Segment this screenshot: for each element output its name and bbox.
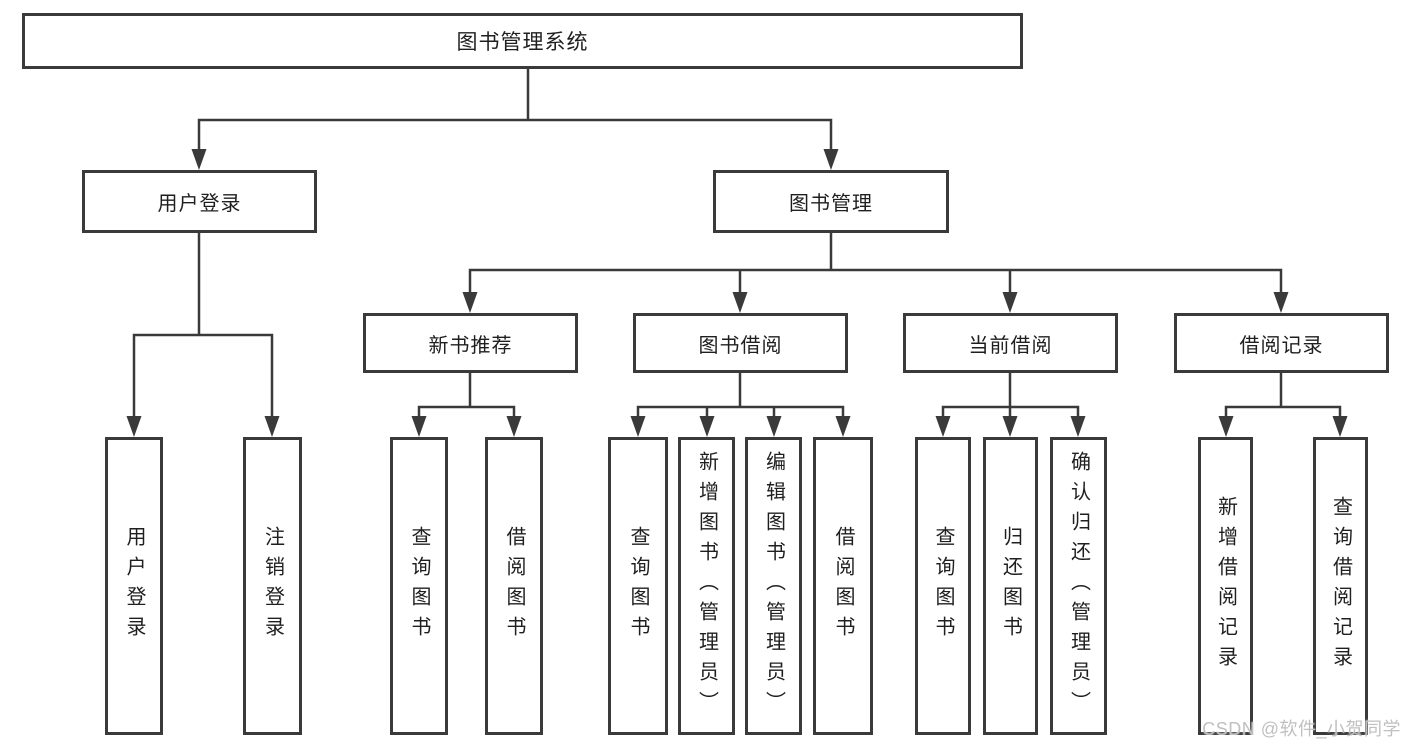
leaf-query-borrow-record: 查询借阅记录 [1313, 437, 1368, 735]
connector-user-login-to-leaves [126, 233, 280, 437]
connector-book-borrow-to-leaves [630, 373, 851, 437]
connector-book-mgmt-to-level3 [462, 233, 1289, 313]
leaf-borrow-books-recommend: 借阅图书 [485, 437, 543, 735]
leaf-return-books: 归还图书 [983, 437, 1038, 735]
leaf-query-books-borrow: 查询图书 [608, 437, 668, 735]
node-current-borrow: 当前借阅 [903, 313, 1118, 373]
connector-borrow-records-to-leaves [1218, 373, 1348, 437]
node-new-book-recommend: 新书推荐 [363, 313, 578, 373]
csdn-watermark: CSDN @软件_小贺同学 [1202, 719, 1401, 739]
connector-current-borrow-to-leaves [935, 373, 1086, 437]
leaf-add-borrow-record: 新增借阅记录 [1198, 437, 1253, 735]
node-book-management: 图书管理 [713, 170, 949, 233]
leaf-query-books-recommend: 查询图书 [390, 437, 448, 735]
leaf-user-login: 用户登录 [105, 437, 163, 735]
leaf-logout: 注销登录 [243, 437, 302, 735]
leaf-confirm-return-admin: 确认归还（管理员） [1050, 437, 1107, 735]
node-borrow-records: 借阅记录 [1174, 313, 1389, 373]
connector-root-to-level2 [191, 68, 839, 170]
connector-new-book-rec-to-leaves [411, 373, 522, 437]
leaf-add-book-admin: 新增图书（管理员） [678, 437, 735, 735]
node-library-management-system: 图书管理系统 [22, 13, 1023, 69]
leaf-edit-book-admin: 编辑图书（管理员） [745, 437, 802, 735]
leaf-query-books-current: 查询图书 [915, 437, 971, 735]
node-book-borrow: 图书借阅 [633, 313, 848, 373]
node-user-login: 用户登录 [82, 170, 317, 233]
leaf-borrow-books: 借阅图书 [813, 437, 873, 735]
